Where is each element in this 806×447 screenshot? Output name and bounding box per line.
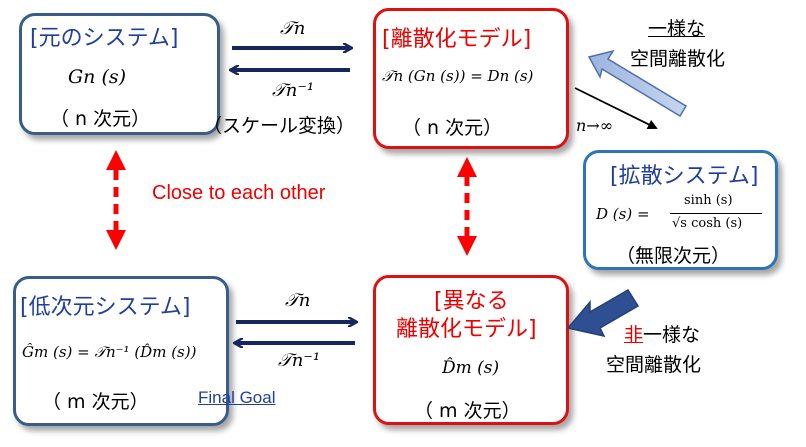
final-goal-link[interactable]: Final Goal <box>198 388 276 407</box>
left-close-arrow <box>106 150 126 250</box>
different-model-formula: D̂m (s) <box>442 358 500 378</box>
discrete-model-dimension: （ n 次元） <box>402 117 503 139</box>
diffusion-system-dimension: （無限次元） <box>616 245 731 267</box>
original-system-formula: Gn (s) <box>68 66 127 88</box>
different-model-dimension: （ m 次元） <box>414 400 521 422</box>
diffusion-system-formula-lhs: D (s) = <box>596 205 650 223</box>
diffusion-system-box: [拡散システム] D (s) = sinh (s) √s cosh (s) （無… <box>583 150 778 270</box>
different-model-title-line1: [異なる <box>434 289 509 314</box>
nonuniform-label-line2: 空間離散化 <box>606 354 702 376</box>
diffusion-system-formula-den: √s cosh (s) <box>672 216 743 231</box>
original-system-box: [元のシステム] Gn (s) （ n 次元） <box>19 13 220 135</box>
low-order-system-formula: Ĝm (s) = 𝒯n⁻¹ (D̂m (s)) <box>22 343 197 361</box>
limit-label: n→∞ <box>576 116 614 135</box>
nonuniform-rest: 一様な <box>643 324 701 346</box>
original-system-dimension: （ n 次元） <box>50 108 151 130</box>
low-order-system-title: [低次元システム] <box>20 295 191 320</box>
top-inverse-label: 𝒯n⁻¹ <box>272 80 315 101</box>
bottom-forward-label: 𝒯n <box>285 290 311 311</box>
nonuniform-discretization-arrow <box>566 288 640 338</box>
original-system-title: [元のシステム] <box>30 26 179 51</box>
low-order-system-dimension: （ m 次元） <box>42 391 149 413</box>
right-close-arrow <box>457 157 477 256</box>
nonuniform-prefix: 非 <box>624 324 644 346</box>
diffusion-system-formula-num: sinh (s) <box>684 193 733 208</box>
discrete-model-box: [離散化モデル] 𝒯n (Gn (s)) = Dn (s) （ n 次元） <box>373 8 569 149</box>
uniform-discretization-arrow <box>587 49 688 118</box>
bottom-inverse-label: 𝒯n⁻¹ <box>278 350 321 371</box>
discrete-model-title: [離散化モデル] <box>382 27 532 52</box>
diffusion-system-title: [拡散システム] <box>610 164 759 189</box>
different-model-title-line2: 離散化モデル] <box>396 317 537 342</box>
low-order-system-box: [低次元システム] Ĝm (s) = 𝒯n⁻¹ (D̂m (s)) （ m 次元… <box>13 276 229 426</box>
scale-transform-label: （スケール変換） <box>203 115 356 137</box>
uniform-label-line1: 一様な <box>648 18 706 40</box>
uniform-label-line2: 空間離散化 <box>630 48 726 70</box>
different-model-box: [異なる 離散化モデル] D̂m (s) （ m 次元） <box>373 275 569 425</box>
limit-arrow <box>574 87 658 129</box>
close-to-each-other-label: Close to each other <box>152 182 326 204</box>
nonuniform-label-line1: 非一様な <box>624 320 700 347</box>
discrete-model-formula: 𝒯n (Gn (s)) = Dn (s) <box>382 67 534 85</box>
diffusion-system-fraction-bar <box>670 213 762 214</box>
top-forward-label: 𝒯n <box>280 18 306 39</box>
